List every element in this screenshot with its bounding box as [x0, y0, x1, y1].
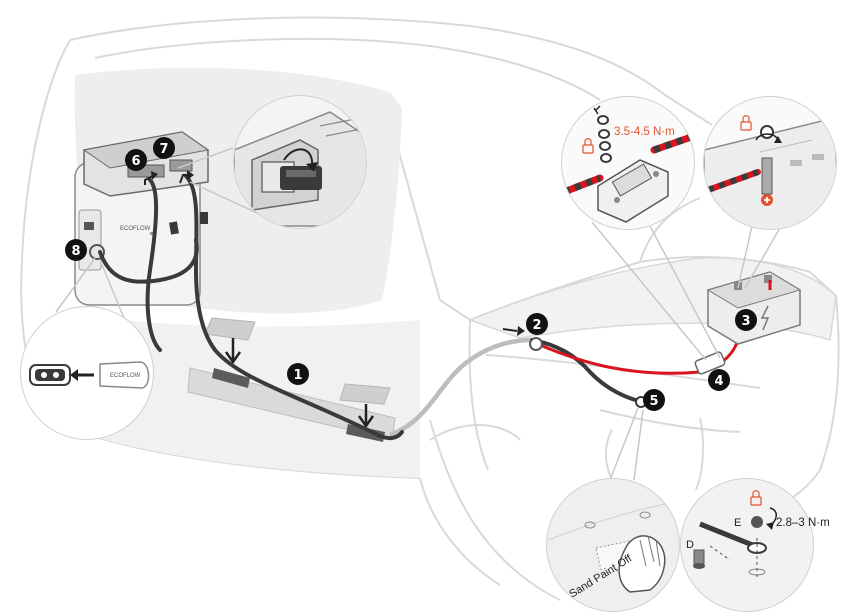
wheel-arch — [429, 424, 521, 441]
callout-battery-detail — [703, 96, 837, 230]
step-marker-3: 3 — [735, 309, 757, 331]
brand-label: ECOFLOW — [120, 226, 151, 232]
svg-text:8: 8 — [71, 244, 80, 259]
dark-cable-second — [145, 178, 162, 352]
grey-cable — [389, 337, 535, 437]
floor-trim — [187, 317, 396, 442]
battery-negative-cable — [530, 338, 645, 404]
step-marker-1: 1 — [287, 363, 309, 385]
cables — [98, 174, 742, 441]
step-marker-7: 7 — [153, 137, 175, 159]
callout-sand-detail: Sand Paint Off — [546, 478, 680, 612]
step-marker-5: 5 — [643, 389, 665, 411]
fuse-torque-label: 3.5-4.5 N·m — [614, 126, 675, 138]
svg-text:4: 4 — [714, 374, 723, 389]
red-cable — [538, 343, 702, 375]
svg-text:7: 7 — [159, 142, 168, 157]
svg-text:1: 1 — [293, 368, 302, 383]
positive-terminal-icon — [761, 194, 773, 206]
cable-clip-1 — [169, 221, 179, 235]
car-outline — [20, 16, 840, 601]
callout-connector-detail: ECOFLOW — [20, 306, 154, 440]
battery-lug — [529, 337, 543, 351]
lock-icon-fuse — [582, 138, 594, 154]
step-marker-4: 4 — [708, 369, 730, 391]
svg-text:6: 6 — [131, 154, 140, 169]
svg-text:5: 5 — [649, 394, 658, 409]
ground-bolt-label: E — [734, 517, 741, 529]
step-marker-8: 8 — [65, 239, 87, 261]
step-marker-6: 6 — [125, 149, 147, 171]
ground-point-label: D — [686, 539, 694, 551]
callout-fuse-detail: 3.5-4.5 N·m — [561, 96, 695, 230]
callout-port-detail — [233, 95, 367, 229]
svg-text:2: 2 — [532, 318, 541, 333]
inline-fuse — [694, 351, 726, 375]
callout-leaders — [55, 147, 781, 481]
step-marker-2: 2 — [526, 313, 548, 335]
step-markers: 1 2 3 4 5 6 7 8 — [65, 137, 757, 411]
lock-icon-ground — [750, 490, 762, 506]
callout-ground-detail: E D 2.8–3 N·m — [680, 478, 830, 612]
connector-brand: ECOFLOW — [110, 373, 141, 379]
svg-text:3: 3 — [741, 314, 750, 329]
direction-arrows — [144, 170, 525, 336]
cable-clip-2 — [200, 212, 208, 224]
car-battery — [706, 271, 802, 345]
ground-torque-label: 2.8–3 N·m — [776, 517, 830, 529]
lock-icon-battery — [740, 115, 752, 131]
dark-cable-loop — [98, 238, 199, 284]
